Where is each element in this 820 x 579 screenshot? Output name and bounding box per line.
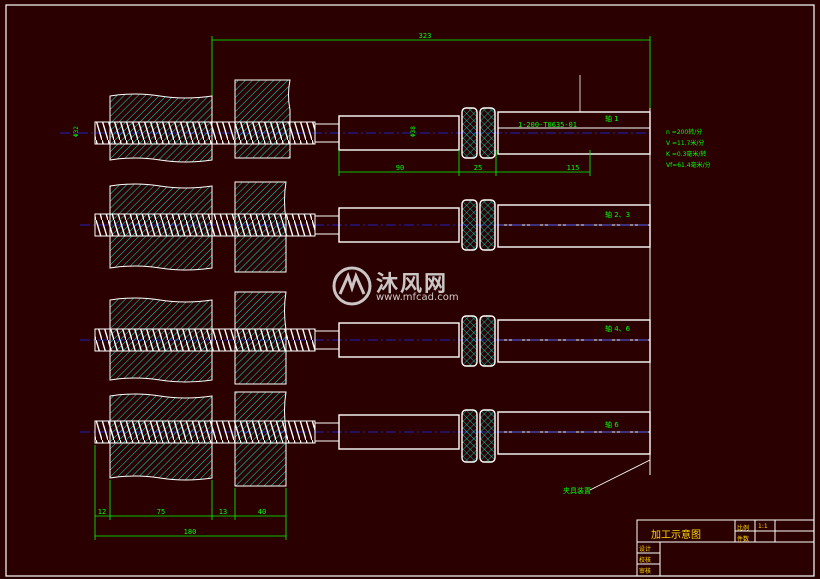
note-line-3: K =0.3毫米/转 — [666, 150, 706, 158]
dim-bottom-75: 75 — [157, 508, 165, 516]
row-design: 设计 — [639, 546, 652, 553]
axis-label-3: 轴 4、6 — [605, 324, 631, 333]
tap-3 — [94, 328, 316, 352]
station-3 — [80, 291, 651, 385]
title-block-frame — [636, 519, 815, 577]
note-line-4: Vf=61.4毫米/分 — [666, 161, 711, 169]
holder-2 — [338, 207, 460, 243]
watermark-url: www.mfcad.com — [376, 292, 459, 303]
dim-bottom-overall: 180 — [184, 528, 197, 536]
coupling-3a — [461, 315, 478, 367]
spindle-4 — [497, 411, 651, 455]
note-line-1: n =200转/分 — [666, 128, 702, 136]
dim-seg-115: 115 — [567, 164, 580, 172]
mfcad-logo-icon — [332, 266, 372, 306]
axis-label-1: 轴 1 — [605, 114, 619, 123]
tap-1 — [94, 121, 316, 145]
tap-4 — [94, 420, 316, 444]
dim-bottom-13: 13 — [219, 508, 227, 516]
tap-2 — [94, 213, 316, 237]
holder-3 — [338, 322, 460, 358]
sheet-border — [5, 4, 815, 577]
dim-bottom-12: 12 — [98, 508, 106, 516]
station-2 — [80, 181, 651, 273]
spindle-2 — [497, 204, 651, 248]
coupling-3b — [479, 315, 496, 367]
dim-dia-mid: Φ38 — [410, 126, 417, 137]
coupling-1a — [461, 107, 478, 159]
title-block: 加工示意图 比例 1:1 件数 设计 校核 审核 — [637, 520, 814, 576]
coupling-1b — [479, 107, 496, 159]
part-number: 1-200-T0635-01 — [518, 121, 577, 129]
watermark: 沐风网 www.mfcad.com — [330, 262, 500, 312]
dim-seg-25: 25 — [474, 164, 482, 172]
scale-value: 1:1 — [758, 523, 768, 530]
spindle-1 — [497, 111, 651, 155]
dim-overall-top: 323 — [419, 32, 432, 40]
axis-label-4: 轴 6 — [605, 420, 619, 429]
callout-leader — [589, 459, 651, 491]
coupling-2a — [461, 199, 478, 251]
holder-4 — [338, 414, 460, 450]
dim-dia-left: Φ32 — [73, 126, 80, 137]
holder-1 — [338, 115, 460, 151]
qty-label: 件数 — [737, 536, 750, 543]
bottom-dimensions — [94, 445, 287, 540]
note-line-2: V =11.7米/分 — [666, 139, 704, 147]
watermark-brand: 沐风网 — [376, 272, 449, 297]
axis-label-2: 轴 2、3 — [605, 210, 630, 219]
coupling-4a — [461, 409, 478, 463]
station-4 — [80, 391, 651, 487]
row-approve: 审核 — [639, 568, 652, 575]
station-1 — [60, 79, 651, 163]
row-check: 校核 — [639, 557, 652, 564]
seg-dimension-line — [338, 150, 591, 176]
scale-label: 比例 — [737, 525, 750, 532]
dim-seg-90: 90 — [396, 164, 404, 172]
fixture-1 — [234, 79, 291, 159]
coupling-2b — [479, 199, 496, 251]
spindle-3 — [497, 319, 651, 363]
fixture-callout: 夹具装置 — [563, 486, 591, 495]
dim-bottom-40: 40 — [258, 508, 266, 516]
coupling-4b — [479, 409, 496, 463]
drawing-title: 加工示意图 — [651, 530, 701, 541]
